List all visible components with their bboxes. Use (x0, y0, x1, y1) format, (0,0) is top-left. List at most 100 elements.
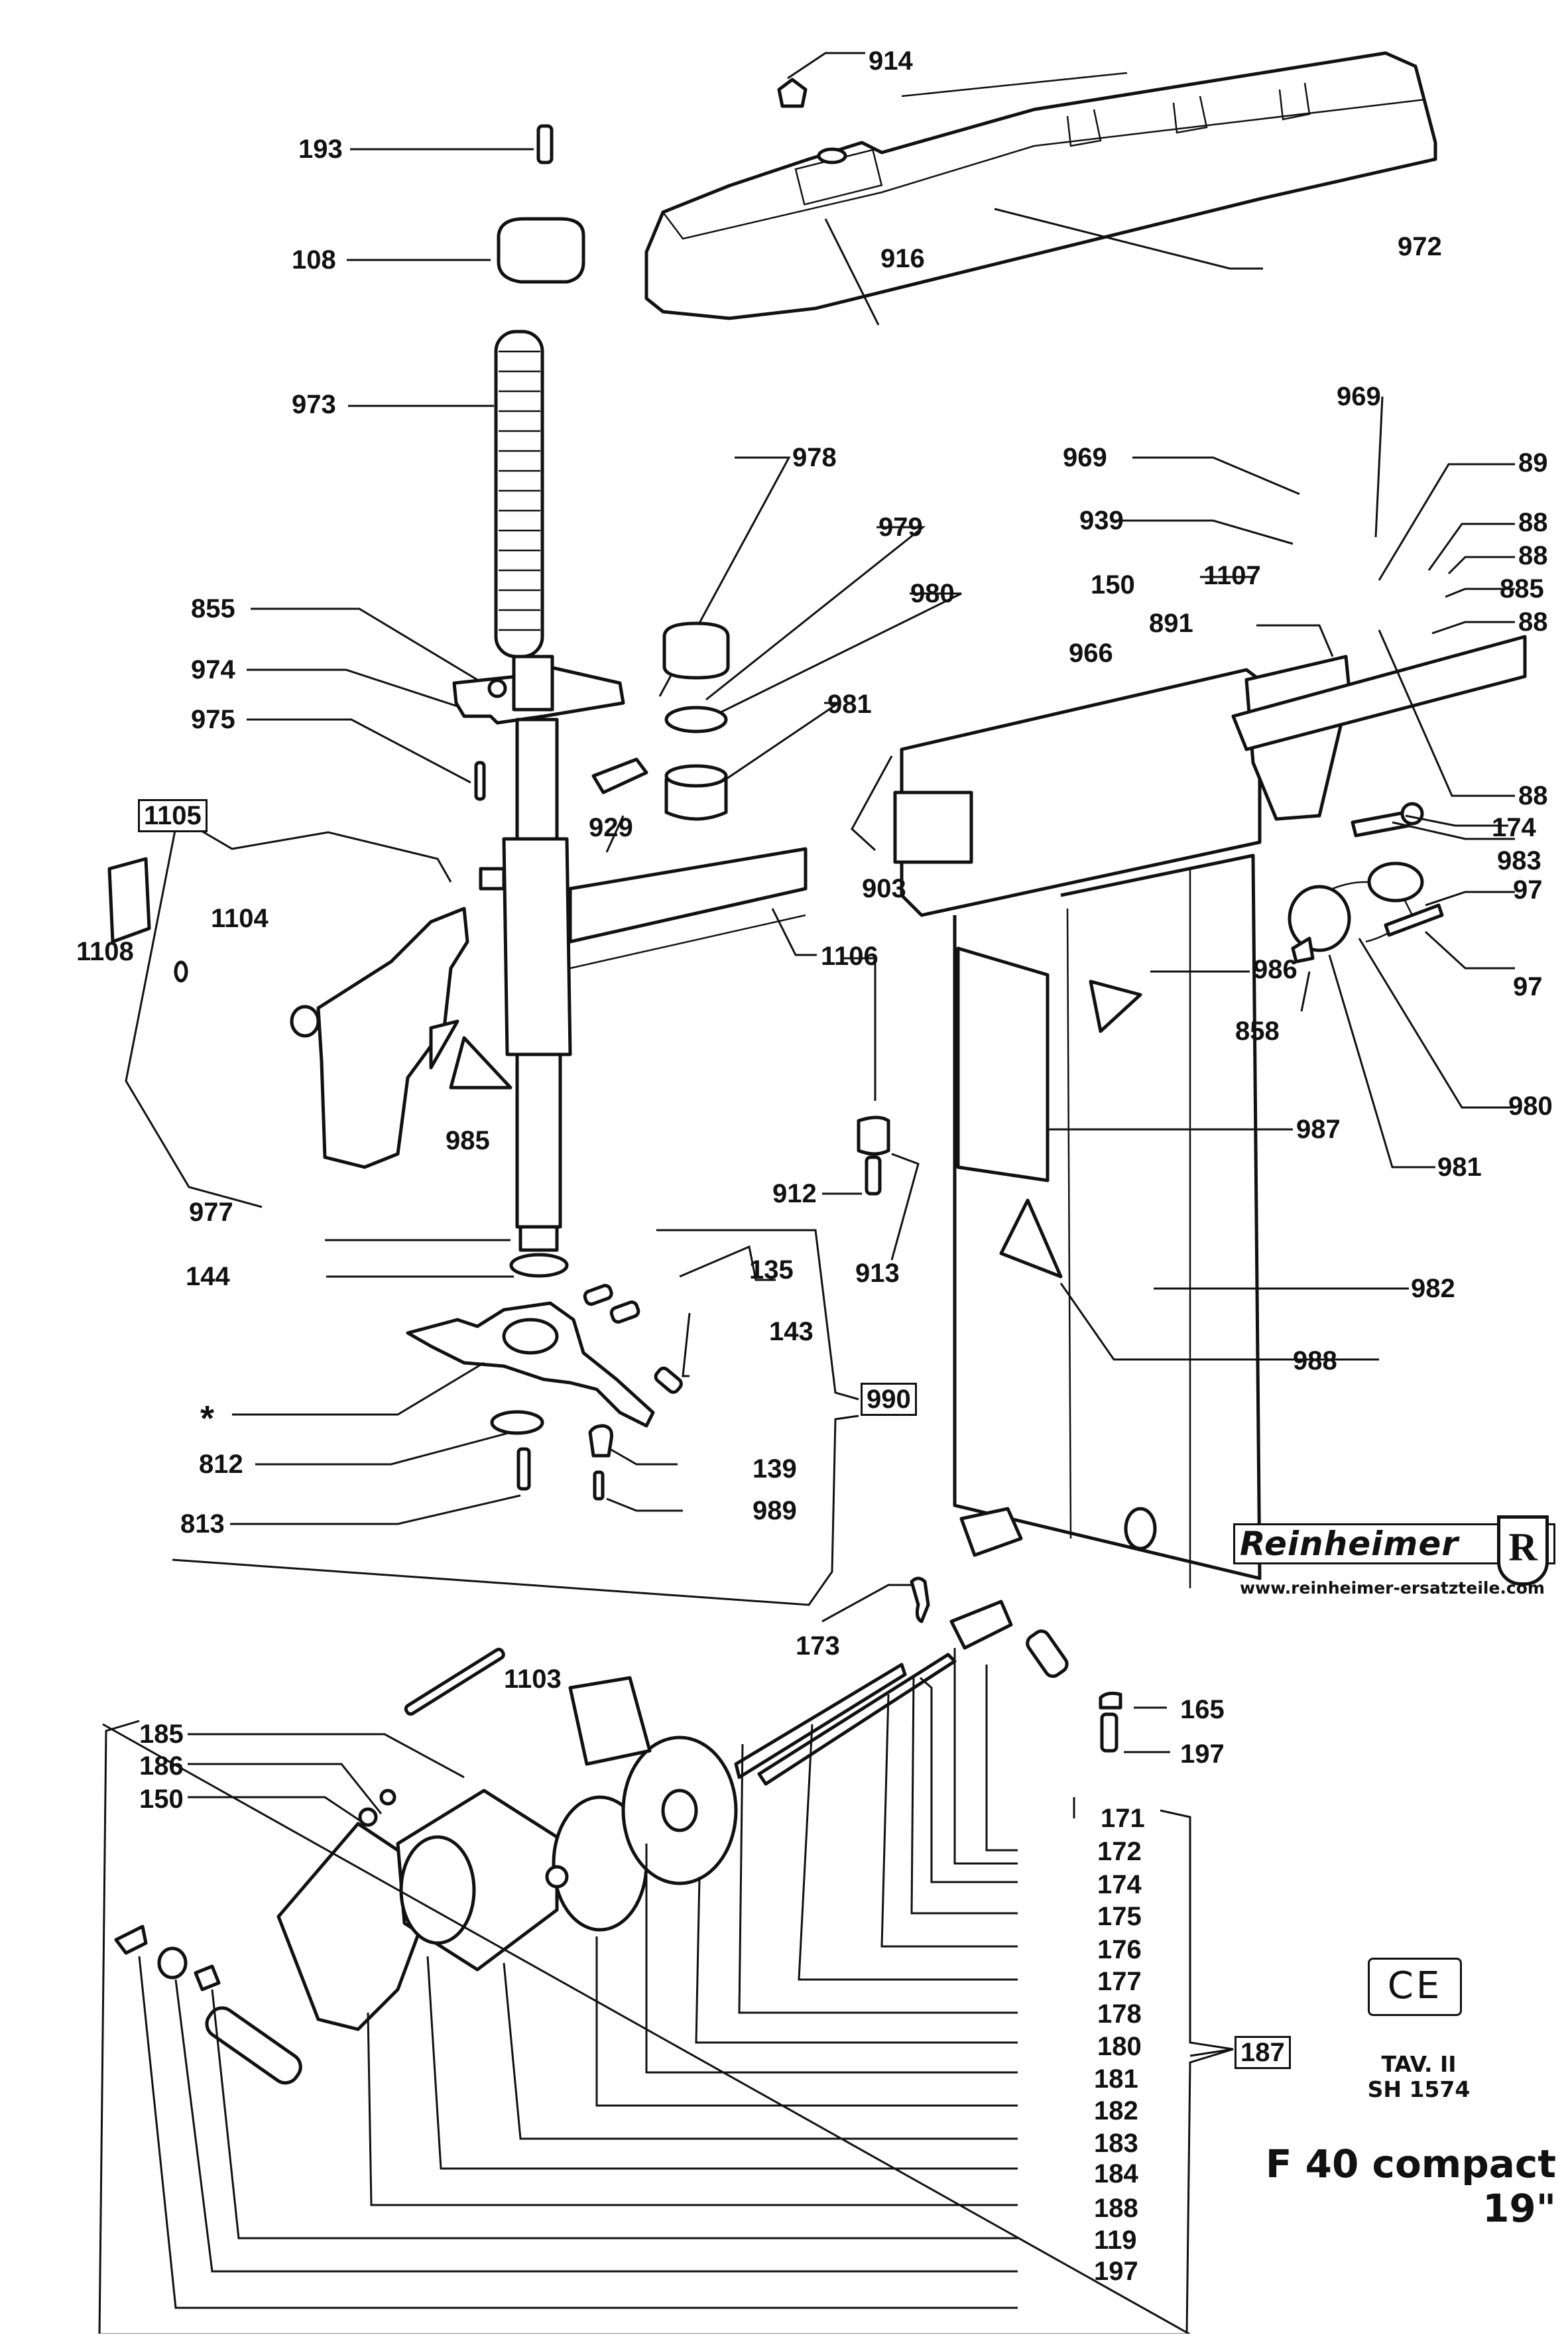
part-label-983[interactable]: 983 (1497, 846, 1541, 875)
small-parts-top (497, 78, 808, 284)
part-label-150-bottom[interactable]: 150 (139, 1785, 184, 1814)
part-label-asterisk[interactable]: * (200, 1399, 215, 1438)
part-label-97x-a[interactable]: 97 (1513, 875, 1543, 905)
part-label-185[interactable]: 185 (139, 1720, 184, 1749)
part-label-939[interactable]: 939 (1079, 506, 1124, 535)
part-label-144[interactable]: 144 (186, 1262, 230, 1291)
kit-187-item[interactable]: 177 (1097, 1967, 1142, 1996)
part-label-139[interactable]: 139 (753, 1454, 797, 1484)
part-label-978[interactable]: 978 (792, 443, 837, 472)
kit-187-item[interactable]: 180 (1097, 2032, 1142, 2061)
leader-173 (821, 1584, 912, 1623)
part-label-977[interactable]: 977 (189, 1198, 233, 1227)
shield-icon: R (1497, 1515, 1549, 1586)
part-label-150[interactable]: 150 (1091, 570, 1135, 600)
kit-187-item[interactable]: 171 (1101, 1804, 1145, 1833)
part-label-914[interactable]: 914 (869, 46, 913, 76)
sheet-code: SH 1574 (1367, 2076, 1471, 2102)
part-label-969-top[interactable]: 969 (1337, 382, 1381, 411)
part-label-1106[interactable]: 1106 (821, 942, 878, 971)
kit-187-item[interactable]: 172 (1097, 1837, 1142, 1866)
part-label-981[interactable]: 981 (827, 690, 872, 719)
kit-187-item[interactable]: 183 (1094, 2129, 1138, 2158)
kit-label-1105[interactable]: 1105 (138, 799, 208, 832)
part-label-981-right[interactable]: 981 (1437, 1153, 1482, 1182)
part-label-108[interactable]: 108 (292, 245, 336, 275)
kit-187-item[interactable]: 181 (1094, 2064, 1138, 2094)
kit-187-item[interactable]: 176 (1097, 1935, 1142, 1964)
cup-parts (591, 621, 730, 821)
part-label-988[interactable]: 988 (1293, 1346, 1337, 1375)
part-label-972[interactable]: 972 (1398, 232, 1442, 261)
part-label-88x-c[interactable]: 88 (1518, 607, 1548, 637)
kit-187-item[interactable]: 188 (1094, 2194, 1138, 2223)
part-label-885[interactable]: 885 (1500, 574, 1544, 603)
part-label-174[interactable]: 174 (1492, 813, 1536, 842)
kit-label-187[interactable]: 187 (1235, 2036, 1291, 2069)
part-label-97x-b[interactable]: 97 (1513, 972, 1543, 1001)
part-label-986[interactable]: 986 (1253, 955, 1297, 984)
brand-name: Reinheimer (1240, 1525, 1459, 1563)
model-name: F 40 compact (1265, 2141, 1556, 2186)
part-label-165[interactable]: 165 (1180, 1695, 1225, 1724)
kit-187-item[interactable]: 174 (1097, 1870, 1142, 1899)
part-label-135[interactable]: 135 (749, 1255, 794, 1285)
right-cylinder-part (1288, 802, 1444, 964)
leader-lines-right (842, 396, 1515, 1361)
kit-187-item[interactable]: 119 (1094, 2226, 1137, 2255)
leader-lines-column (247, 456, 962, 1278)
part-label-89x[interactable]: 89 (1518, 448, 1548, 477)
part-label-813[interactable]: 813 (180, 1509, 225, 1539)
leader-lines-base (172, 1229, 859, 1606)
ce-mark-icon: CE (1368, 1958, 1462, 2016)
part-label-912[interactable]: 912 (772, 1179, 817, 1208)
clevis-parts (757, 1576, 1122, 1786)
kit-187-item[interactable]: 182 (1094, 2096, 1138, 2125)
spring-part (494, 330, 544, 659)
part-label-812[interactable]: 812 (199, 1450, 243, 1479)
column-assembly (452, 655, 808, 1278)
part-label-197-right[interactable]: 197 (1180, 1739, 1225, 1769)
part-label-966[interactable]: 966 (1069, 639, 1113, 668)
part-label-858[interactable]: 858 (1235, 1017, 1280, 1046)
part-label-929[interactable]: 929 (589, 813, 633, 842)
part-label-88x-a[interactable]: 88 (1518, 508, 1548, 537)
part-label-855[interactable]: 855 (191, 594, 235, 623)
sheet-reference: TAV. II SH 1574 (1346, 2052, 1492, 2102)
part-label-979[interactable]: 979 (878, 513, 923, 542)
part-label-1103[interactable]: 1103 (504, 1665, 562, 1694)
part-label-903[interactable]: 903 (862, 874, 906, 903)
kit-187-item[interactable]: 184 (1094, 2159, 1138, 2188)
part-label-891[interactable]: 891 (1149, 609, 1193, 638)
handle-part (107, 857, 513, 1169)
part-label-1107[interactable]: 1107 (1203, 561, 1261, 590)
model-title: F 40 compact 19" (1266, 2142, 1556, 2230)
part-label-974[interactable]: 974 (191, 655, 235, 684)
kit-187-item[interactable]: 178 (1097, 1999, 1142, 2029)
kit-187-item[interactable]: 197 (1094, 2257, 1138, 2286)
part-label-989[interactable]: 989 (753, 1496, 797, 1525)
part-label-88x-b[interactable]: 88 (1518, 541, 1548, 570)
kit-187-item[interactable]: 175 (1097, 1902, 1142, 1931)
part-label-186[interactable]: 186 (139, 1751, 184, 1781)
top-cover-part (644, 51, 1437, 320)
part-label-980[interactable]: 980 (910, 579, 955, 608)
part-label-916[interactable]: 916 (880, 244, 925, 273)
kit-label-990[interactable]: 990 (861, 1383, 917, 1416)
part-label-1104[interactable]: 1104 (211, 904, 269, 933)
part-label-987[interactable]: 987 (1296, 1115, 1341, 1144)
part-label-913[interactable]: 913 (855, 1259, 900, 1288)
brand-url[interactable]: www.reinheimer-ersatzteile.com (1240, 1578, 1545, 1598)
part-label-1108[interactable]: 1108 (76, 937, 134, 966)
part-label-193[interactable]: 193 (298, 135, 343, 164)
part-label-969[interactable]: 969 (1063, 443, 1107, 472)
part-label-973[interactable]: 973 (292, 390, 336, 419)
part-label-88x-d[interactable]: 88 (1518, 781, 1548, 810)
part-label-982[interactable]: 982 (1411, 1274, 1455, 1303)
part-label-173[interactable]: 173 (796, 1631, 840, 1661)
part-label-975[interactable]: 975 (191, 705, 235, 734)
part-label-985[interactable]: 985 (446, 1126, 490, 1155)
part-label-980-right[interactable]: 980 (1508, 1092, 1553, 1121)
part-label-143[interactable]: 143 (769, 1317, 814, 1346)
